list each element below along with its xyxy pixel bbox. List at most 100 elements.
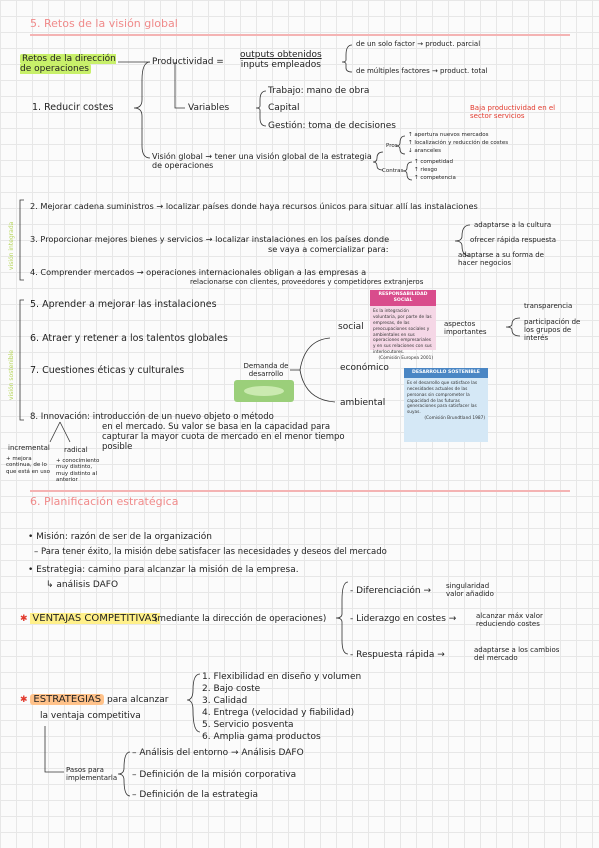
strategy-item-1: 1. Flexibilidad en diseño y volumen <box>202 672 362 682</box>
variable-capital: Capital <box>268 103 300 113</box>
item-3-respuesta: ofrecer rápida respuesta <box>470 236 557 244</box>
strategy-item-3: 3. Calidad <box>202 696 248 706</box>
responsabilidad-social-card: RESPONSABILIDAD SOCIAL Es la integración… <box>370 290 436 361</box>
estrategias-block: ✱ ESTRATEGIAS para alcanzar <box>20 694 168 706</box>
variable-gestion: Gestión: toma de decisiones <box>268 121 396 131</box>
ds-card-source: (Comisión Brundtland 1987) <box>424 415 485 421</box>
item-8-line-1: 8. Innovación: introducción de un nuevo … <box>30 412 274 422</box>
incremental-desc: + mejora continua, de lo que está en uso <box>6 456 50 475</box>
liderazgo-result: alcanzar máx valor reduciendo costes <box>476 612 543 629</box>
section-5-divider <box>30 34 570 36</box>
side-bracket-2 <box>19 299 24 421</box>
diferenciacion: - Diferenciación → <box>350 586 432 596</box>
paso-1: – Análisis del entorno → Análisis DAFO <box>132 748 304 758</box>
estrategia-line: • Estrategia: camino para alcanzar la mi… <box>28 565 299 575</box>
contras-item-3: ↑ competencia <box>414 175 456 181</box>
arrow-pasos <box>44 726 64 773</box>
pillar-social: social <box>338 322 364 332</box>
strategy-item-4: 4. Entrega (velocidad y fiabilidad) <box>202 708 355 718</box>
variables-label: Variables <box>188 103 230 113</box>
pros-item-3: ↓ aranceles <box>408 148 442 154</box>
productividad-label: Productividad = <box>152 57 224 67</box>
item-6: 6. Atraer y retener a los talentos globa… <box>30 333 228 344</box>
strategy-item-2: 2. Bajo coste <box>202 684 261 694</box>
pasos-implementarla: Pasos para implementarla <box>66 766 118 783</box>
retos-label: Retos de la dirección de operaciones <box>20 54 120 75</box>
item-5: 5. Aprender a mejorar las instalaciones <box>30 299 217 310</box>
vision-global: Visión global → tener una visión global … <box>152 152 372 171</box>
fraction-numerator: outputs obtenidos <box>240 50 322 60</box>
pros-item-1: ↑ apertura nuevos mercados <box>408 132 489 138</box>
factor-single: de un solo factor → product. parcial <box>356 40 481 48</box>
side-label-vision-integrada: visión integrada <box>8 221 15 270</box>
participacion: participación de los grupos de interés <box>524 318 581 343</box>
paso-2: – Definición de la misión corporativa <box>132 770 297 780</box>
item-8-line-3: capturar la mayor cuota de mercado en el… <box>102 432 345 442</box>
item-8-line-2: en el mercado. Su valor se basa en la ca… <box>102 422 331 432</box>
retos-highlight: Retos de la dirección de operaciones <box>20 54 116 75</box>
rs-card-title: RESPONSABILIDAD SOCIAL <box>370 290 436 307</box>
estrategias-title: ESTRATEGIAS <box>30 694 105 705</box>
baja-productividad-note: Baja productividad en el sector servicio… <box>470 104 556 121</box>
star-icon: ✱ <box>20 614 28 624</box>
section-6-title: 6. Planificación estratégica <box>30 495 179 508</box>
section-5-title: 5. Retos de la visión global <box>30 17 178 30</box>
respuesta-rapida: - Respuesta rápida → <box>350 650 445 660</box>
mision-sub: – Para tener éxito, la misión debe satis… <box>34 547 387 557</box>
estrategias-sub-1: para alcanzar <box>107 695 169 705</box>
brace-item3 <box>454 224 471 257</box>
item-4-line-1: 4. Comprender mercados → operaciones int… <box>30 267 367 277</box>
diferenciacion-result: singularidad valor añadido <box>446 582 494 599</box>
analisis-dafo: ↳ análisis DAFO <box>46 580 119 590</box>
item-3-line-1: 3. Proporcionar mejores bienes y servici… <box>30 234 390 244</box>
development-diagram-image <box>234 380 294 402</box>
paso-3: – Definición de la estrategia <box>132 790 258 800</box>
ds-card-text: Es el desarrollo que satisface las neces… <box>407 381 478 416</box>
ventajas-sub: (mediante la dirección de operaciones) <box>154 614 327 624</box>
strategy-item-6: 6. Amplia gama productos <box>202 732 321 742</box>
diagram-ellipse <box>244 386 284 396</box>
pros-item-2: ↑ localización y reducción de costes <box>408 140 509 146</box>
item-4-line-2: relacionarse con clientes, proveedores y… <box>190 278 424 286</box>
rs-card-text: Es la integración voluntaria, por parte … <box>373 309 432 355</box>
item-7: 7. Cuestiones éticas y culturales <box>30 365 185 376</box>
productividad-fraction: outputs obtenidos inputs empleados <box>240 50 322 71</box>
demanda-desarrollo: Demanda de desarrollo <box>243 362 289 379</box>
liderazgo-costes: - Liderazgo en costes → <box>350 614 457 624</box>
star-icon-2: ✱ <box>20 695 28 705</box>
pillar-ambiental: ambiental <box>340 398 386 408</box>
innovation-incremental: incremental <box>8 444 50 452</box>
section-6-divider <box>30 490 570 492</box>
innovation-radical: radical <box>64 446 88 454</box>
item-3-line-2: se vaya a comercializar para: <box>268 244 389 254</box>
factor-multiple: de múltiples factores → product. total <box>356 67 488 75</box>
item-2-cadena-suministros: 2. Mejorar cadena suministros → localiza… <box>30 201 478 211</box>
item-8-line-4: posible <box>102 442 133 452</box>
item-3-cultura: adaptarse a la cultura <box>474 221 552 229</box>
rs-card-source: (Comisión Europea 2001) <box>378 355 433 361</box>
contras-item-2: ↑ riesgo <box>414 167 438 173</box>
transparencia: transparencia <box>524 302 573 310</box>
side-bracket-1 <box>19 199 24 281</box>
contras-item-1: ↑ competidad <box>414 159 454 165</box>
ventajas-block: ✱ VENTAJAS COMPETITIVAS <box>20 613 160 625</box>
ds-card-title: DESARROLLO SOSTENIBLE <box>404 368 488 379</box>
fraction-denominator: inputs empleados <box>240 60 321 71</box>
ventajas-title: VENTAJAS COMPETITIVAS <box>30 613 160 624</box>
side-label-vision-sostenible: visión sostenible <box>8 350 15 400</box>
pros-label: Pros <box>386 143 398 149</box>
brace-item1 <box>133 61 151 159</box>
mision-line: • Misión: razón de ser de la organizació… <box>28 532 213 542</box>
item-3-negocios: adaptarse a su forma de hacer negocios <box>458 251 544 268</box>
brace-ventajas <box>335 581 349 655</box>
respuesta-result: adaptarse a los cambios del mercado <box>474 646 560 663</box>
strategy-item-5: 5. Servicio posventa <box>202 720 294 730</box>
aspectos-importantes: aspectos importantes <box>444 320 487 337</box>
pillar-economico: económico <box>340 363 389 373</box>
estrategias-sub-2: la ventaja competitiva <box>40 711 141 721</box>
variable-trabajo: Trabajo: mano de obra <box>268 86 370 96</box>
desarrollo-sostenible-card: DESARROLLO SOSTENIBLE Es el desarrollo q… <box>404 368 488 442</box>
radical-desc: + conocimiento muy distinto, muy distint… <box>56 458 100 483</box>
item-1-reducir-costes: 1. Reducir costes <box>32 102 114 113</box>
